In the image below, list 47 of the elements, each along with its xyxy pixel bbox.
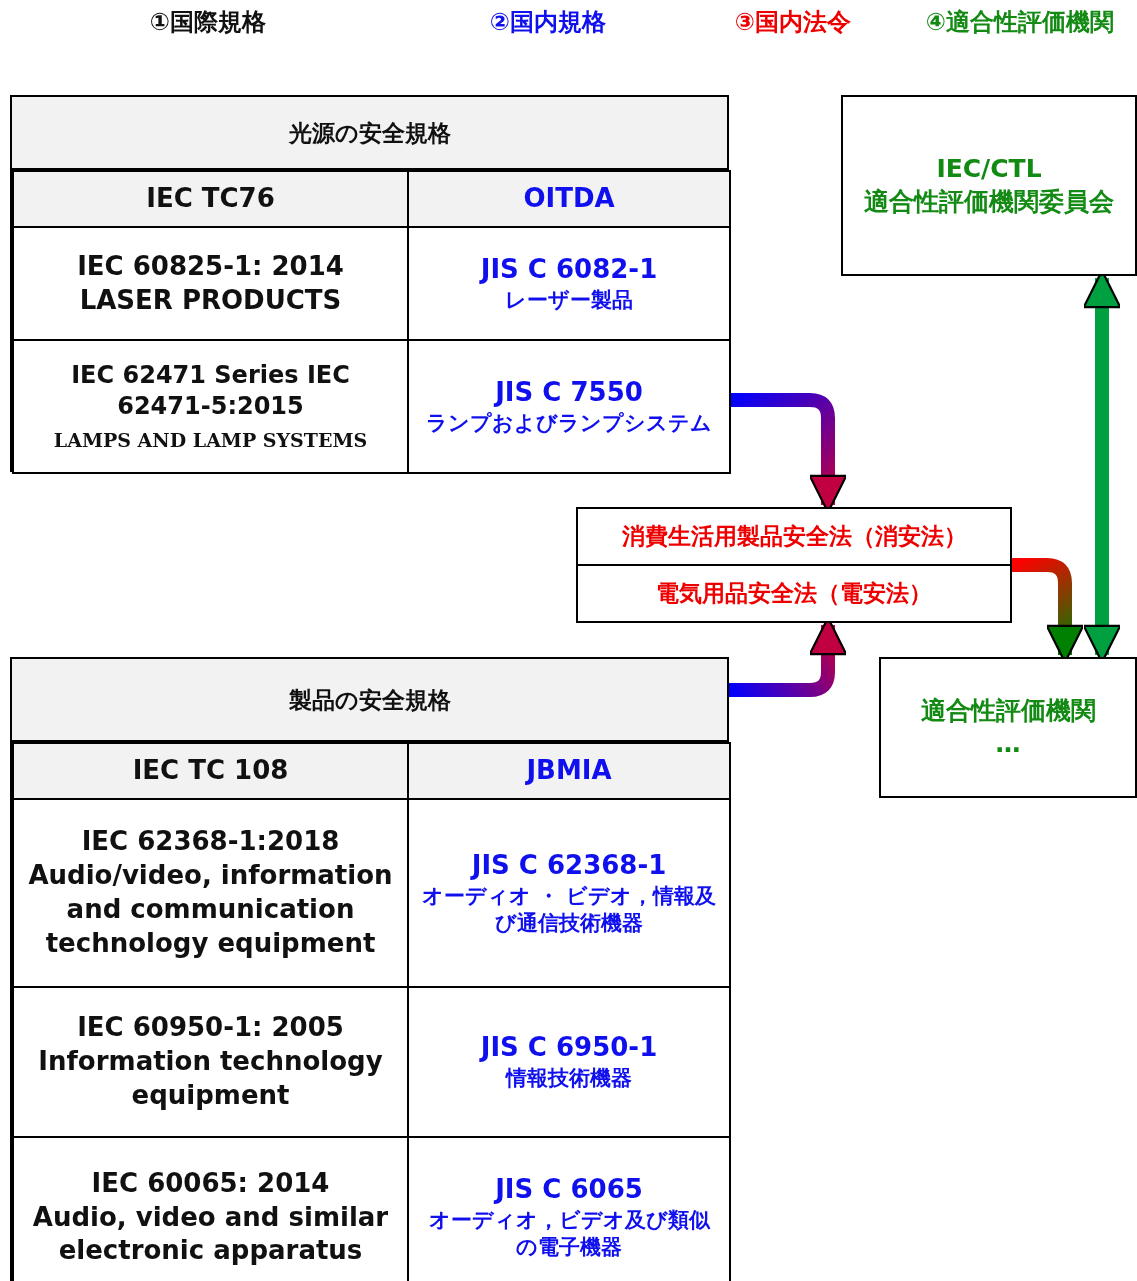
standard-title: レーザー製品 — [504, 286, 634, 314]
table-cell — [12, 339, 409, 474]
standard-number: JIS C 6082-1 — [478, 252, 659, 286]
column-heading: ①国際規格 — [149, 7, 267, 38]
organization-box — [879, 657, 1137, 798]
table-cell — [407, 339, 731, 474]
standard-number: IEC 62368-1:2018 — [80, 825, 341, 859]
column-header-cell — [407, 170, 731, 228]
law-name: 電気用品安全法（電安法） — [655, 578, 933, 608]
column-heading: ②国内規格 — [489, 7, 607, 38]
standard-title: 情報技術機器 — [504, 1065, 633, 1093]
standard-number: IEC 60825-1: 2014 — [76, 249, 345, 283]
committee-name: IEC TC76 — [146, 182, 275, 216]
column-header-cell — [12, 742, 409, 800]
standard-number: JIS C 6950-1 — [478, 1031, 659, 1065]
table-heading: 製品の安全規格 — [12, 659, 727, 742]
standard-number: JIS C 7550 — [492, 375, 644, 409]
standard-number: JIS C 6065 — [492, 1173, 644, 1207]
organization-name: JBMIA — [526, 754, 612, 788]
organization-name: IEC/CTL — [936, 153, 1042, 185]
organization-box — [841, 95, 1137, 276]
standards-table — [10, 95, 729, 472]
standard-number: IEC 60950-1: 2005 — [76, 1011, 345, 1045]
column-heading: ④適合性評価機関 — [925, 7, 1115, 38]
standard-number: JIS C 62368-1 — [469, 848, 668, 882]
column-header-cell — [12, 170, 409, 228]
organization-name: 適合性評価機関委員会 — [864, 185, 1114, 218]
standard-title: Information technology equipment — [37, 1045, 384, 1112]
table-heading: 光源の安全規格 — [12, 97, 727, 170]
organization-name: OITDA — [523, 182, 615, 216]
standard-title: Audio, video and similar electronic apparatus — [31, 1200, 390, 1268]
standard-title: オーディオ，ビデオ及び類似の電子機器 — [427, 1207, 712, 1262]
committee-name: IEC TC 108 — [132, 754, 289, 788]
standard-title: LASER PRODUCTS — [78, 283, 343, 317]
standard-title: Audio/video, information and communication technology equipment — [27, 859, 394, 960]
organization-name: 適合性評価機関 — [920, 695, 1096, 727]
law-name: 消費生活用製品安全法（消安法） — [578, 509, 1010, 566]
column-header-cell — [407, 742, 731, 800]
standard-title: オーディオ ・ ビデオ，情報及び通信技術機器 — [420, 882, 718, 937]
column-heading: ③国内法令 — [734, 7, 852, 38]
standard-number: IEC 62471 Series IEC 62471-5:2015 — [70, 359, 351, 423]
standards-table — [10, 657, 729, 1281]
standard-number: IEC 60065: 2014 — [90, 1166, 331, 1200]
organization-name: … — [995, 727, 1021, 760]
standard-title: LAMPS AND LAMP SYSTEMS — [52, 428, 369, 454]
law-box — [576, 507, 1012, 623]
standard-title: ランプおよびランプシステム — [425, 409, 713, 437]
